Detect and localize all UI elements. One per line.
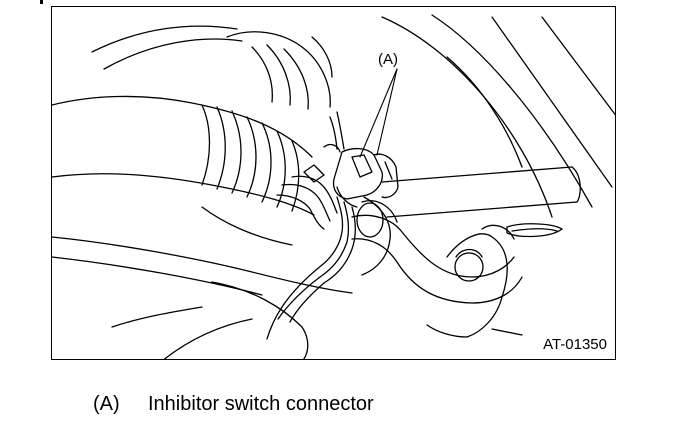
wire-harness [319, 201, 350, 278]
rubber-boot-rib [201, 104, 211, 186]
connector-body [351, 154, 373, 178]
wire-clip [323, 143, 341, 153]
transmission-case [201, 206, 293, 246]
bracket [446, 233, 508, 338]
upper-boot-rib [251, 46, 273, 103]
bracket [481, 224, 515, 240]
transmission-case [52, 236, 353, 294]
connector-latch [373, 153, 399, 199]
rubber-boot-rib [291, 140, 300, 212]
callout-leader [359, 68, 398, 158]
transmission-case [211, 281, 309, 359]
upper-boot [311, 36, 333, 78]
shaft-end [571, 166, 581, 203]
figure-code: AT-01350 [541, 336, 609, 353]
wire-clip [303, 164, 325, 183]
wire-loop [361, 196, 391, 276]
frame-rail [491, 16, 613, 188]
figure-caption: (A) Inhibitor switch connector [93, 392, 374, 416]
shaft-ring [511, 228, 558, 232]
callout-label-a: (A) [377, 51, 399, 68]
rubber-boot [52, 95, 313, 158]
lever-arm [351, 214, 515, 278]
wire-harness [276, 194, 325, 230]
bracket [426, 324, 468, 338]
lever-arm [351, 238, 523, 304]
shaft [386, 201, 578, 218]
lever-pivot [356, 202, 384, 238]
wire-harness [323, 206, 357, 284]
rubber-boot-rib [261, 122, 272, 203]
shaft [381, 166, 573, 183]
body-panel-outline [103, 38, 243, 70]
lever-nut [455, 248, 483, 258]
diagram-frame: (A) AT-01350 [51, 6, 616, 360]
lever-nut [454, 252, 484, 282]
rubber-boot-rib [276, 130, 286, 208]
line-drawing [52, 14, 615, 359]
rubber-boot [52, 173, 315, 216]
wire-harness [277, 276, 321, 320]
shaft-ring [506, 223, 563, 238]
wire-harness [336, 111, 345, 150]
rubber-boot-rib [231, 110, 242, 194]
wire-harness [281, 183, 331, 222]
wire-harness [289, 282, 325, 323]
rubber-boot-rib [216, 106, 226, 190]
callout-leader [376, 68, 398, 156]
frame-rail [381, 16, 553, 218]
transmission-case [111, 306, 203, 328]
upper-boot-rib [283, 48, 309, 110]
upper-boot [226, 31, 331, 108]
upper-boot-rib [266, 44, 291, 106]
connector-body [332, 147, 383, 200]
transmission-case [52, 256, 263, 296]
wire-harness [266, 264, 323, 340]
wire-harness [321, 196, 344, 266]
body-panel-outline [91, 25, 238, 53]
wire-harness [329, 116, 338, 150]
corner-mark [40, 0, 43, 4]
wire-harness [291, 175, 338, 214]
connector-body [336, 186, 358, 208]
frame-rail [541, 16, 615, 116]
frame-rail [431, 14, 593, 208]
transmission-case [163, 318, 253, 359]
connector-latch [384, 161, 393, 180]
lever-arm [361, 200, 398, 223]
caption-text: Inhibitor switch connector [148, 393, 374, 415]
rubber-boot-rib [246, 116, 257, 198]
caption-key: (A) [93, 393, 120, 415]
bracket [491, 328, 523, 336]
frame-rail [446, 56, 523, 168]
